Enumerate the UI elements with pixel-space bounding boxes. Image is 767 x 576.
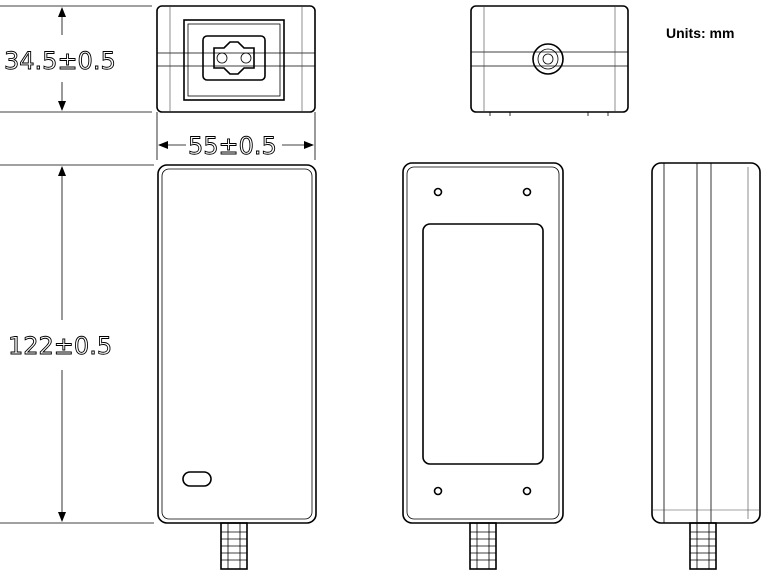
end-view-cable [470,5,629,116]
strain-relief-middle [469,522,497,570]
side-view [651,162,761,570]
dimension-width: 55±0.5 [156,112,316,160]
top-view [157,164,317,570]
width-dimension-label: 55±0.5 [188,132,277,160]
ac-inlet-socket [183,19,285,101]
strain-relief-left [220,522,248,570]
dimension-length: 122±0.5 [0,164,154,524]
height-dimension-label: 34.5±0.5 [4,47,116,75]
length-dimension-label: 122±0.5 [8,332,112,360]
end-view-inlet [156,5,316,113]
bottom-view [402,162,564,570]
screw-hole [433,187,443,197]
screw-hole [522,187,532,197]
units-label: Units: mm [666,25,734,41]
screw-hole [433,486,443,496]
screw-hole [522,486,532,496]
strain-relief-right [689,522,717,570]
dimension-height: 34.5±0.5 [0,5,152,113]
